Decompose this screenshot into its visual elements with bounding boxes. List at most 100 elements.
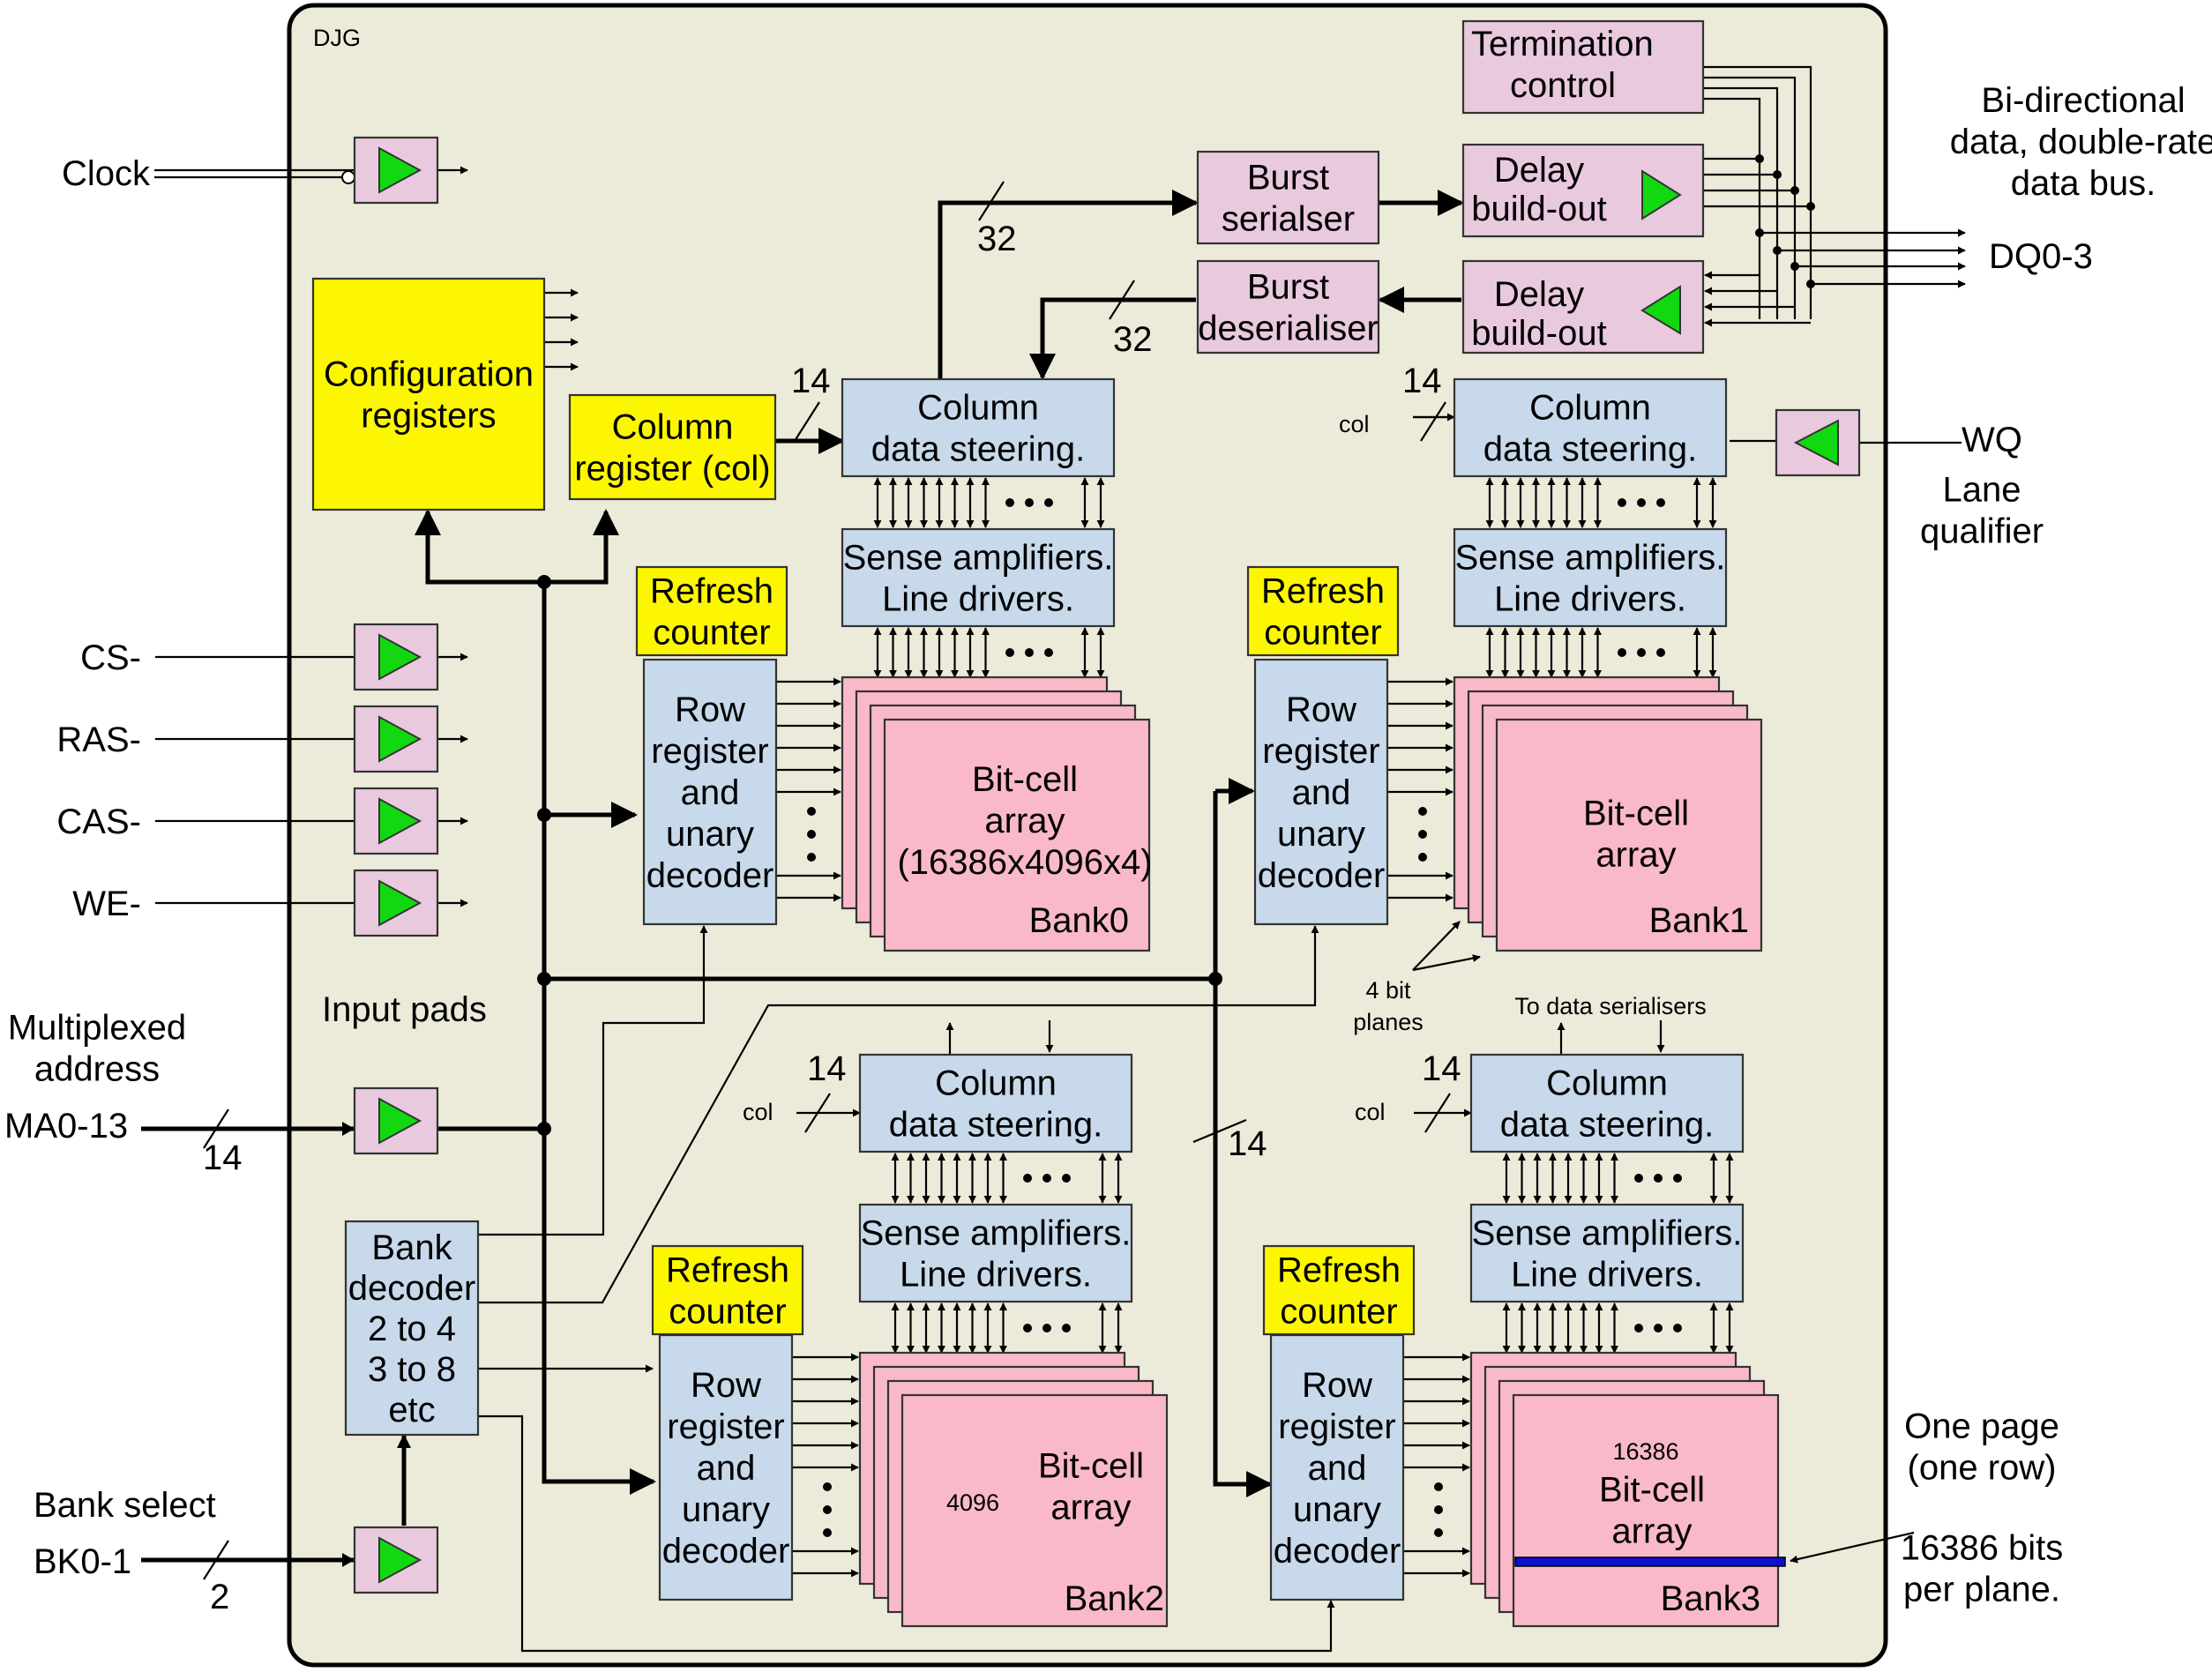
lane-qualifier-label: qualifier <box>1920 512 2044 551</box>
author-tag: DJG <box>313 25 361 51</box>
to-serialisers-label: To data serialisers <box>1514 993 1707 1019</box>
column-steering-label: Column <box>917 389 1039 428</box>
bank3-array-label: array <box>1611 1512 1692 1551</box>
column-register-label: register (col) <box>574 450 770 489</box>
bank0-array-label: array <box>984 802 1065 840</box>
bk-arrowhead <box>342 1553 355 1567</box>
ellipsis-dot <box>1673 1174 1682 1183</box>
junction-dot <box>537 1122 551 1136</box>
column-steering-label: data steering. <box>1500 1106 1714 1145</box>
ellipsis-dot <box>1023 1174 1032 1183</box>
buffer-triangle-icon <box>378 633 422 681</box>
column-steering-label: data steering. <box>1483 430 1697 469</box>
page-row-highlight <box>1514 1556 1786 1567</box>
row-register-label: register <box>667 1407 784 1446</box>
column-steering-label: Column <box>935 1064 1057 1103</box>
refresh-counter-label: Refresh <box>1277 1251 1401 1290</box>
ellipsis-dot <box>1042 1324 1051 1332</box>
row-register-label: and <box>697 1449 756 1488</box>
column-register <box>568 393 777 501</box>
bus-width-label: 14 <box>1402 362 1442 400</box>
junction-dot <box>1773 246 1782 255</box>
col-label: col <box>1339 411 1370 437</box>
ellipsis-dot <box>1434 1482 1443 1491</box>
ellipsis-dot <box>1618 498 1626 507</box>
buffer-triangle-icon <box>1793 419 1839 467</box>
bk-label: BK0-1 <box>34 1542 131 1581</box>
burst-deserialiser-label: deserialiser <box>1198 310 1379 348</box>
sense-amplifiers <box>1469 1203 1745 1303</box>
ellipsis-dot <box>1656 648 1665 657</box>
bank0-array-label: Bit-cell <box>972 760 1078 799</box>
ellipsis-dot <box>1062 1174 1071 1183</box>
junction-dot <box>537 575 551 589</box>
buffer-triangle-icon <box>378 715 422 763</box>
ellipsis-dot <box>1044 648 1053 657</box>
junction-dot <box>537 808 551 822</box>
row-register <box>642 658 778 926</box>
bank-decoder <box>344 1220 480 1437</box>
row-register-label: decoder <box>1274 1532 1401 1571</box>
termination-label: control <box>1510 66 1616 105</box>
ellipsis-dot <box>1637 648 1646 657</box>
ellipsis-dot <box>823 1528 832 1537</box>
bus-width-label: 2 <box>210 1578 229 1616</box>
clock-invert-bubble <box>341 170 355 184</box>
ras-label: RAS- <box>56 720 141 759</box>
buffer-triangle-icon <box>378 1536 422 1584</box>
wq-label: WQ <box>1962 421 2022 459</box>
bit-plane <box>883 718 1151 952</box>
ellipsis-dot <box>1023 1324 1032 1332</box>
page-pointer <box>1790 1531 1915 1564</box>
bank-sel-3 <box>478 1414 1335 1653</box>
termination-wire <box>1703 97 1761 319</box>
bits-per-plane-label: 16386 bits <box>1901 1529 2064 1568</box>
junction-dot <box>1790 262 1799 271</box>
bank-decoder-label: etc <box>388 1391 435 1429</box>
sense-amplifiers <box>858 1203 1133 1303</box>
ellipsis-dot <box>1044 498 1053 507</box>
refresh-counter-label: counter <box>1280 1293 1397 1332</box>
row-register-label: decoder <box>1258 856 1386 895</box>
bit-plane <box>900 1393 1169 1628</box>
we-label: WE- <box>72 885 141 923</box>
row-register <box>1269 1333 1405 1601</box>
refresh-counter-label: counter <box>669 1293 786 1332</box>
column-steering-label: data steering. <box>871 430 1085 469</box>
bus-width-slash <box>1109 280 1135 320</box>
ellipsis-dot <box>1025 498 1034 507</box>
steer-to-serialiser <box>938 190 1199 379</box>
ellipsis-dot <box>823 1505 832 1514</box>
bank1-array-label: Bit-cell <box>1583 795 1689 833</box>
junction-dot <box>1790 186 1799 195</box>
burst-deserialiser-label: Burst <box>1247 268 1329 307</box>
buffer-triangle-icon <box>378 1097 422 1145</box>
dq-label: DQ0-3 <box>1989 237 2093 276</box>
bus-width-label: 32 <box>1113 320 1153 359</box>
termination-wire <box>1703 65 1812 319</box>
bank2-array-label: array <box>1050 1489 1131 1527</box>
ellipsis-dot <box>1673 1324 1682 1332</box>
bank3-name: Bank3 <box>1661 1579 1760 1618</box>
bus-width-label: 14 <box>1228 1124 1267 1163</box>
refresh-counter <box>651 1244 804 1336</box>
termination-label: Termination <box>1471 25 1654 63</box>
bank2-array-label: Bit-cell <box>1038 1447 1144 1486</box>
plane-pointer <box>1412 921 1461 971</box>
addr-to-colreg <box>544 509 619 585</box>
addr-to-config <box>415 509 544 585</box>
config-registers-label: Configuration <box>324 355 534 394</box>
bank-sel-1 <box>478 925 1319 1304</box>
labels: ClockCS-RAS-CAS-WE-14MA0-13Multiplexedad… <box>4 25 2212 1618</box>
one-page-label: (one row) <box>1908 1449 2057 1488</box>
buffer-triangle-icon <box>1640 285 1681 335</box>
refresh-counter <box>635 565 788 657</box>
ellipsis-dot <box>1618 648 1626 657</box>
mux-address-label: Multiplexed <box>8 1009 186 1048</box>
ellipsis-dot <box>1656 498 1665 507</box>
buffer-triangle-icon <box>378 879 422 927</box>
sense-amplifiers-label: Line drivers. <box>882 580 1074 619</box>
refresh-counter-label: counter <box>653 614 770 653</box>
sense-amplifiers <box>1453 527 1728 628</box>
bank0-array-label: (16386x4096x4) <box>897 843 1152 882</box>
